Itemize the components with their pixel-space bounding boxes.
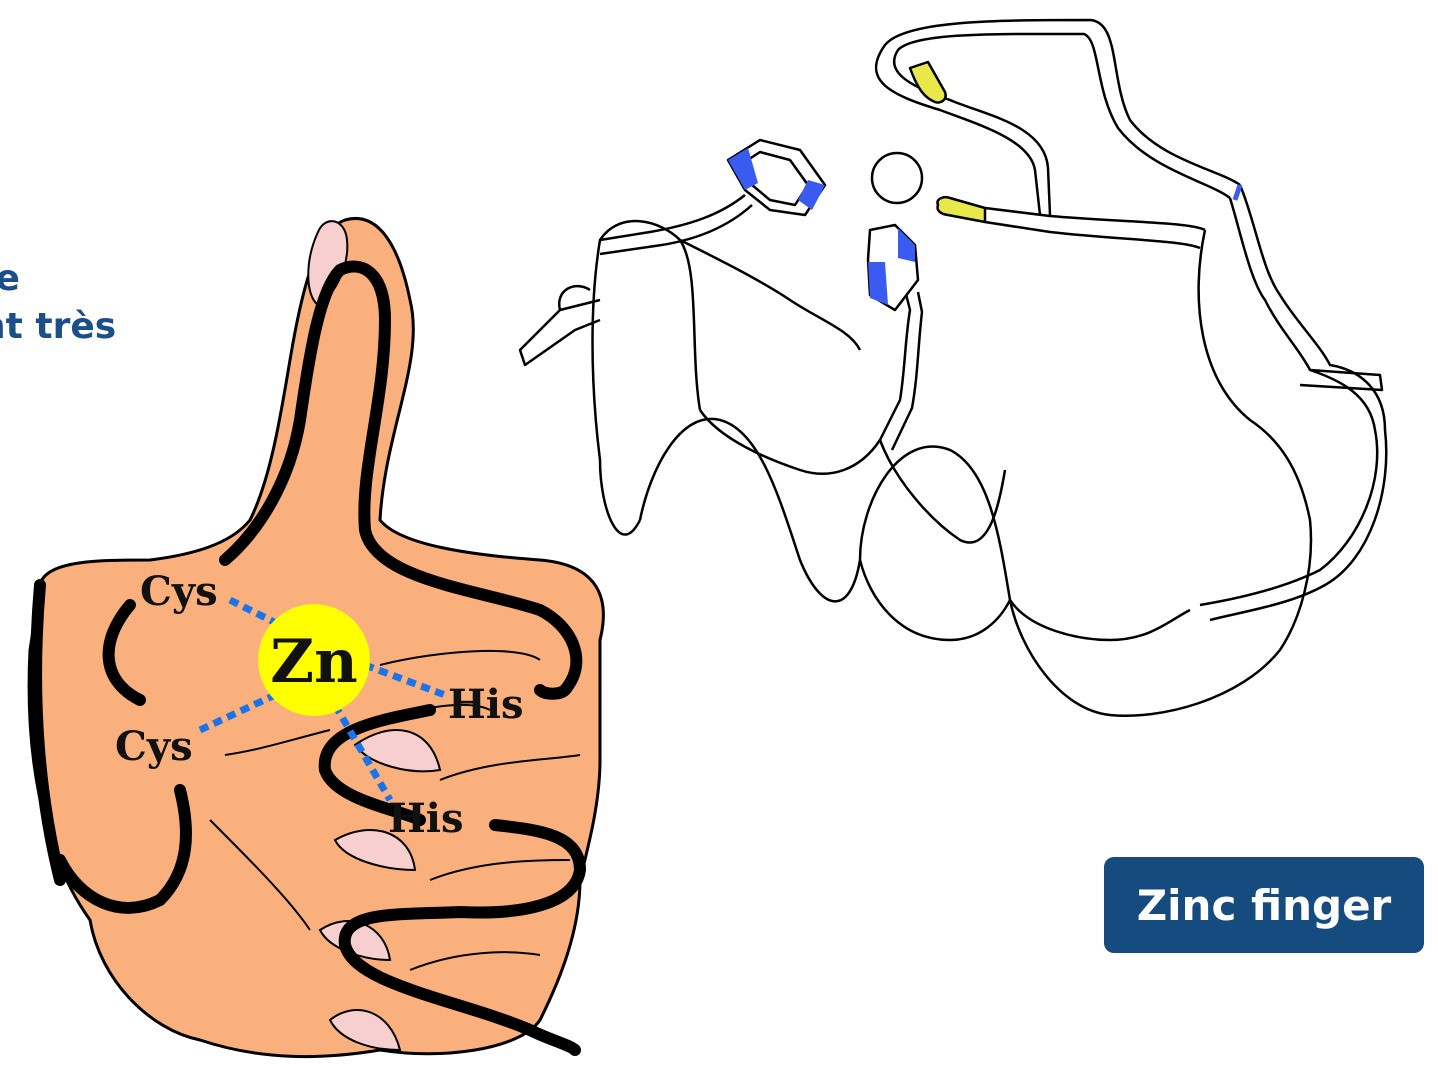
zinc-ion-ribbon (872, 153, 922, 203)
cysteine-sulfur-top (910, 62, 946, 103)
histidine-n-center-2 (868, 262, 888, 305)
cys-label-top: Cys (140, 568, 218, 615)
his-label-bottom: His (388, 795, 464, 842)
cysteine-sulfur-right (937, 197, 985, 222)
zinc-finger-badge: Zinc finger (1104, 857, 1424, 953)
zinc-label: Zn (270, 627, 357, 697)
histidine-n-center-1 (898, 228, 915, 262)
thumbs-up-hand: Zn Cys Cys His His (29, 218, 603, 1056)
his-label-top: His (448, 681, 524, 728)
cys-label-bottom: Cys (115, 723, 193, 770)
zinc-finger-ribbon (520, 20, 1386, 716)
